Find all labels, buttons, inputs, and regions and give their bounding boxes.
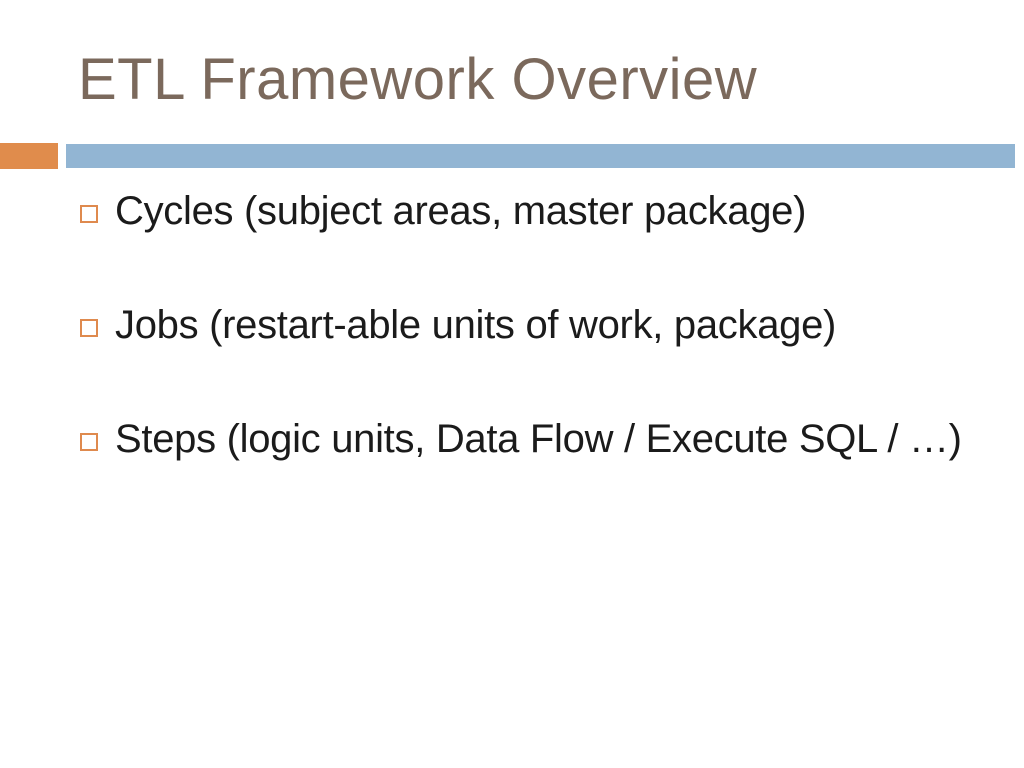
bullet-square-icon [80, 433, 98, 451]
bullet-text: Jobs (restart-able units of work, packag… [115, 303, 837, 347]
bullet-text: Steps (logic units, Data Flow / Execute … [115, 417, 962, 461]
bullet-text: Cycles (subject areas, master package) [115, 189, 807, 233]
title-underline-band [66, 144, 1015, 168]
bullet-square-icon [80, 319, 98, 337]
slide-title: ETL Framework Overview [78, 47, 758, 112]
bullet-item: Jobs (restart-able units of work, packag… [80, 304, 1010, 346]
accent-orange-rectangle [0, 143, 58, 169]
bullet-square-icon [80, 205, 98, 223]
bullet-item: Steps (logic units, Data Flow / Execute … [80, 418, 1010, 460]
bullet-item: Cycles (subject areas, master package) [80, 190, 1010, 232]
